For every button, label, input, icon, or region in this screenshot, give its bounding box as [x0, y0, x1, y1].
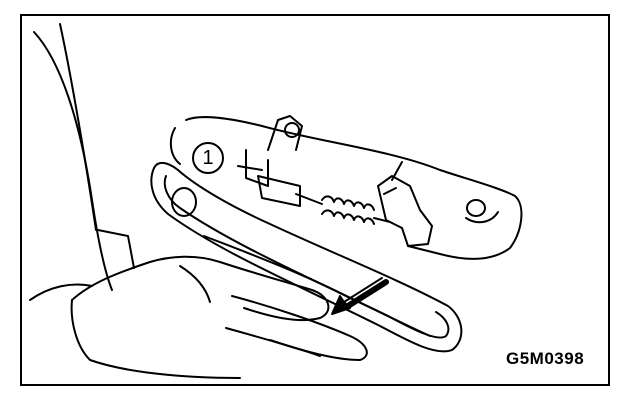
callout-circle: [192, 142, 224, 174]
lever-arm: [237, 115, 303, 207]
arrow-shaft: [345, 279, 389, 309]
hand: [70, 255, 368, 379]
key-cylinder-hole: [171, 187, 197, 217]
door-panel: [29, 23, 135, 301]
handle-base-bracket: [169, 116, 523, 260]
return-spring: [295, 193, 391, 225]
linkage-rod: [377, 161, 433, 247]
pull-direction-arrow-icon: [331, 277, 383, 315]
figure-code: G5M0398: [506, 349, 585, 368]
figure-frame: [20, 14, 610, 386]
callout-number: 1: [202, 147, 214, 169]
grip-recess: [203, 235, 431, 337]
